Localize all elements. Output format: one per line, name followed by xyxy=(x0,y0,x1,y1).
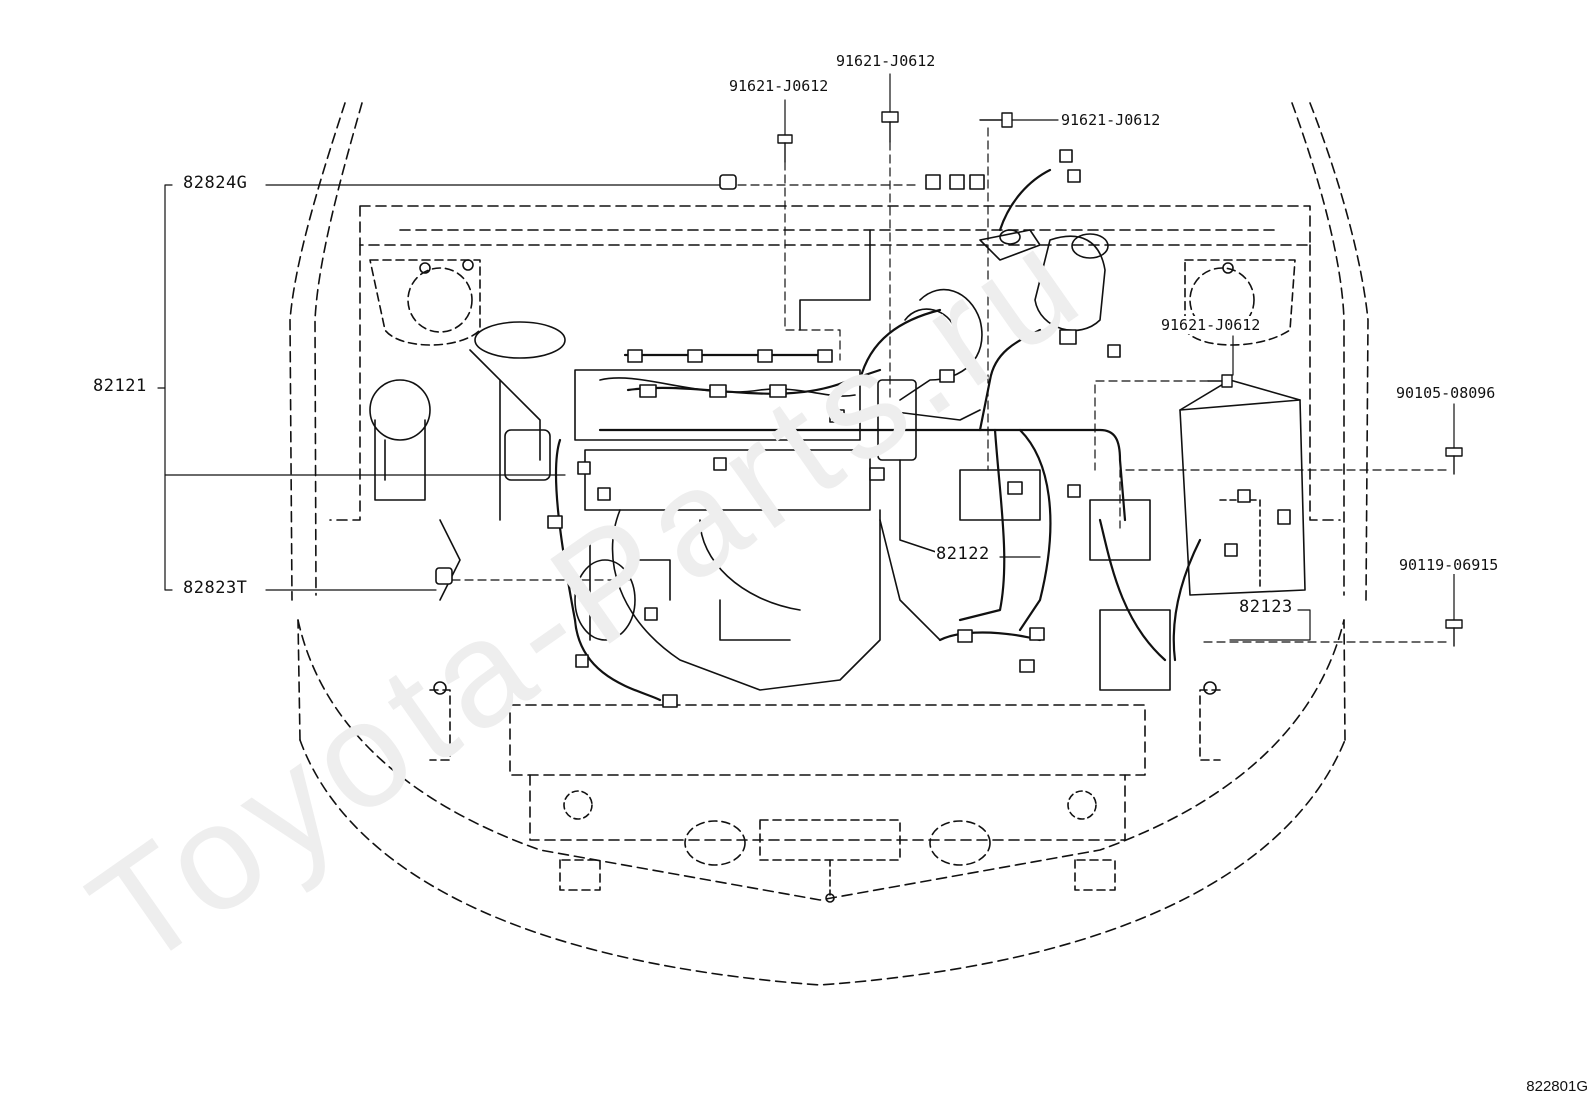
label-bolt-right: 91621-J0612 xyxy=(1160,316,1262,334)
engine-block xyxy=(574,369,961,691)
right-components xyxy=(959,229,1306,691)
car-body-outline xyxy=(289,102,1369,986)
label-wire-main: 82121 xyxy=(92,376,148,396)
bolt-icons xyxy=(777,111,1463,647)
label-wire-sub1: 82122 xyxy=(935,544,991,564)
reservoirs-left xyxy=(369,321,566,601)
label-bolt-far-right-lower: 90119-06915 xyxy=(1398,556,1500,574)
label-clamp-bottom: 82823T xyxy=(182,578,249,598)
label-bolt-top-right: 91621-J0612 xyxy=(1060,111,1162,129)
label-bolt-far-right-upper: 90105-08096 xyxy=(1395,384,1497,402)
wire-harness xyxy=(554,168,1202,702)
label-wire-sub2: 82123 xyxy=(1238,597,1294,617)
figure-number: 822801G xyxy=(1526,1078,1588,1095)
air-intake xyxy=(799,229,983,461)
label-clamp-top: 82824G xyxy=(182,173,249,193)
label-bolt-top-left: 91621-J0612 xyxy=(728,77,830,95)
strut-towers xyxy=(369,259,1296,346)
label-bolt-top-center: 91621-J0612 xyxy=(835,52,937,70)
leader-lines xyxy=(157,73,1455,643)
connectors xyxy=(435,149,1291,708)
